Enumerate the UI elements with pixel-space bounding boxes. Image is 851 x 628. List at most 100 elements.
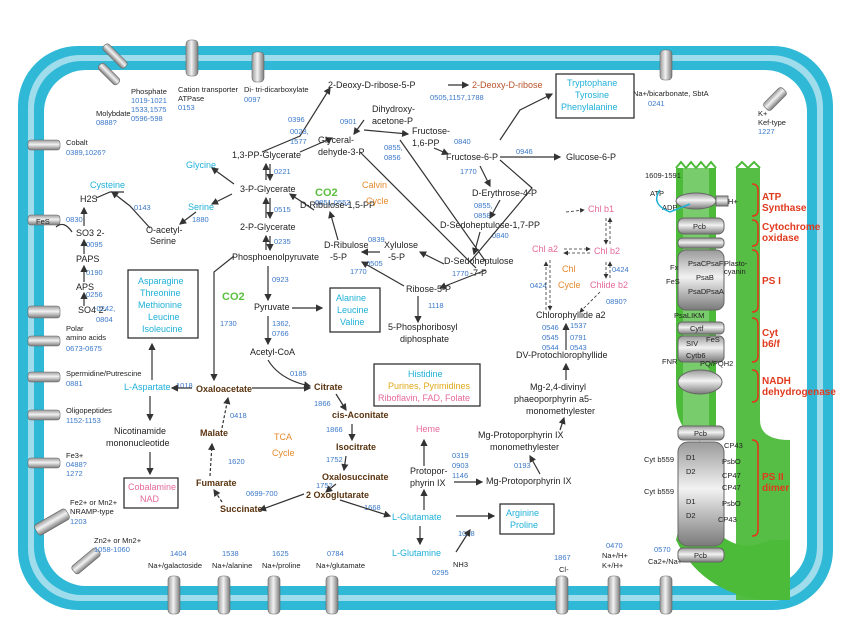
ref-proline: 1625	[272, 549, 289, 558]
label-nadh-1: NADH	[762, 376, 791, 387]
label-psalkm: PsaLIKM	[674, 311, 704, 320]
met-r5p: Ribose-5-P	[406, 284, 451, 294]
ref-0839: 0839	[368, 235, 385, 244]
met-g6p: Glucose-6-P	[566, 152, 616, 162]
met-mg-divinyl-2: phaeoporphyrin a5-	[514, 394, 592, 404]
label-adp: ADP	[662, 203, 677, 212]
label-fe2: Fe2+ or Mn2+	[70, 498, 118, 507]
transporter-na-h	[607, 575, 621, 615]
met-chl-b2: Chl b2	[594, 246, 620, 256]
transporter-proline	[267, 575, 281, 615]
label-fes-transporter: FeS	[36, 217, 50, 226]
label-fes2: FeS	[706, 335, 720, 344]
transporter-oligopeptides	[27, 409, 61, 421]
box-purines-1: Histidine	[408, 369, 443, 379]
met-gap-2: dehyde-3-P	[318, 147, 365, 157]
label-nramp: NRAMP-type	[70, 507, 114, 516]
ref-0424a: 0424	[530, 281, 547, 290]
label-zn: Zn2+ or Mn2+	[94, 536, 142, 545]
met-13-pp-glycerate: 1,3-PP-Glycerate	[232, 150, 301, 160]
met-malate: Malate	[200, 428, 228, 438]
label-kef: Kef-type	[758, 118, 786, 127]
label-psaa: PsaA	[706, 287, 724, 296]
label-d2a: D2	[686, 467, 696, 476]
ref-0544: 0544	[542, 343, 559, 352]
ref-galactoside: 1404	[170, 549, 187, 558]
met-oxoglutarate: 2 Oxoglutarate	[306, 490, 369, 500]
label-chl-1: Chl	[562, 264, 576, 274]
ref-0946: 0946	[516, 147, 533, 156]
ref-1770c: 1770	[452, 269, 469, 278]
met-s17bp: D-Sedoheptulose-1,7-PP	[440, 220, 540, 230]
label-atpase: ATPase	[178, 94, 204, 103]
met-mg-proto-me-2: monomethylester	[490, 442, 559, 452]
met-mg-proto-me-1: Mg-Protoporphyrin IX	[478, 430, 564, 440]
met-s7p-1: D-Sedoheptulose	[444, 256, 514, 266]
label-plastocyanin-2: cyanin	[724, 267, 746, 276]
ref-0923: 0923	[272, 275, 289, 284]
ref-0858: 0858	[474, 211, 491, 220]
met-ru5p-2: -5-P	[330, 252, 347, 262]
ref-1770b: 1770	[350, 267, 367, 276]
transporter-labels: Phosphate 1019-1021 1533,1575 0596-598 M…	[66, 85, 786, 577]
ref-0190: 0190	[86, 268, 103, 277]
ref-1668: 1668	[364, 503, 381, 512]
met-o-acetyl-serine-2: Serine	[150, 236, 176, 246]
transporter-galactoside	[167, 575, 181, 615]
transporter-glutamate	[325, 575, 339, 615]
met-so3: SO3 2-	[76, 228, 105, 238]
met-xu5p-1: Xylulose	[384, 240, 418, 250]
label-bicarbonate: Na+/bicarbonate, SbtA	[633, 89, 709, 98]
label-fnr: FNR	[662, 357, 678, 366]
label-pq: PQ/PQH2	[700, 359, 733, 368]
label-atp-synthase-1: ATP	[762, 192, 782, 203]
box-purines-2: Purines, Pyrimidines	[388, 381, 471, 391]
label-cyt-oxidase-2: oxidase	[762, 233, 800, 244]
transporter-fe3	[27, 457, 61, 469]
met-chl-b1: Chl b1	[588, 204, 614, 214]
ps2-complex	[677, 441, 725, 547]
met-e4p: D-Erythrose-4-P	[472, 188, 537, 198]
ref-atp-synthase: 1609-1591	[645, 171, 681, 180]
label-psac: PsaC	[688, 259, 707, 268]
ref-alanine: 1538	[222, 549, 239, 558]
transporter-molybdate	[97, 62, 121, 86]
box-asp-3: Methionine	[138, 300, 182, 310]
co2-calvin: CO2	[315, 187, 338, 199]
label-polar: Polar	[66, 324, 84, 333]
ref-0890: 0890?	[606, 297, 627, 306]
box-purines-3: Riboflavin, FAD, Folate	[378, 393, 470, 403]
met-prpp-2: diphosphate	[400, 334, 449, 344]
met-fbp-2: 1,6-PP	[412, 138, 440, 148]
label-atp-synthase-2: Synthase	[762, 203, 807, 214]
product-boxes: Tryptophane Tyrosine Phenylalanine Aspar…	[123, 73, 635, 535]
box-arginine-1: Arginine	[506, 508, 539, 518]
label-ca-na: Ca2+/Na+	[648, 557, 683, 566]
met-dv-pchlide: DV-Protochlorophyllide	[516, 350, 608, 360]
box-aromatic	[555, 73, 635, 119]
ref-dicarboxylate: 0097	[244, 95, 261, 104]
ref-1752b: 1752	[316, 481, 333, 490]
ref-kef: 1227	[758, 127, 775, 136]
label-cobalt: Cobalt	[66, 138, 89, 147]
label-nh3: NH3	[453, 560, 468, 569]
ref-phosphate-1: 1019-1021	[131, 96, 167, 105]
transporter-kef	[763, 87, 787, 111]
label-psaf: PsaF	[706, 259, 724, 268]
met-chl-a2: Chl a2	[532, 244, 558, 254]
label-galactoside: Na+/galactoside	[148, 561, 202, 570]
ref-1537: 1537	[570, 321, 587, 330]
label-cp47b: CP47	[722, 483, 741, 492]
met-2-p-glycerate: 2-P-Glycerate	[240, 222, 296, 232]
met-isocitrate: Isocitrate	[336, 442, 376, 452]
calvin-pentose: 2-Deoxy-D-ribose-5-P 2-Deoxy-D-ribose 05…	[288, 80, 616, 344]
thylakoid-complexes: 1609-1591 ATP ADP H+ Pcb PsaC PsaF PsaB …	[644, 171, 748, 563]
label-tca-2: Cycle	[272, 448, 295, 458]
ref-0543: 0543	[570, 343, 587, 352]
label-nadh-2: dehydrogenase	[762, 387, 836, 398]
met-aps: APS	[76, 282, 94, 292]
met-rubp: D-Ribulose-1,5-PP	[300, 200, 375, 210]
ref-0804: 0804	[96, 315, 113, 324]
met-mg-divinyl-3: monomethylester	[526, 406, 595, 416]
